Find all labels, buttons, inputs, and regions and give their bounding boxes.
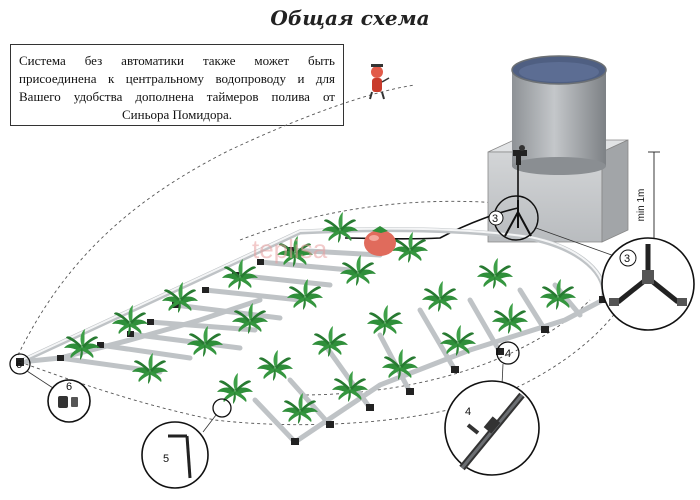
- detail-4-connector: [444, 380, 540, 476]
- detail-6-label: 6: [66, 381, 72, 393]
- tap-icon: [513, 145, 527, 165]
- mascot-icon: [369, 64, 390, 100]
- watermark-text: teplisa: [252, 234, 328, 264]
- diagram-title: Общая схема: [270, 6, 430, 30]
- tomato-icon: [364, 226, 396, 256]
- callout-3-label: 3: [492, 213, 498, 225]
- detail-3-label: 3: [624, 253, 630, 265]
- height-label: min 1m: [636, 189, 647, 222]
- detail-4-label: 4: [465, 406, 471, 418]
- water-tank: [487, 55, 629, 243]
- detail-3-tee: [601, 237, 695, 331]
- height-marker: [648, 151, 660, 243]
- callout-6-label: 6: [16, 359, 22, 371]
- detail-5-label: 5: [163, 453, 169, 465]
- callout-5-dripper: [141, 398, 232, 489]
- info-text-box: Система без автоматики также может быть …: [10, 44, 344, 126]
- callout-3-stand: [488, 195, 539, 241]
- callout-6-end: [9, 353, 91, 423]
- callout-4-label: 4: [505, 348, 511, 360]
